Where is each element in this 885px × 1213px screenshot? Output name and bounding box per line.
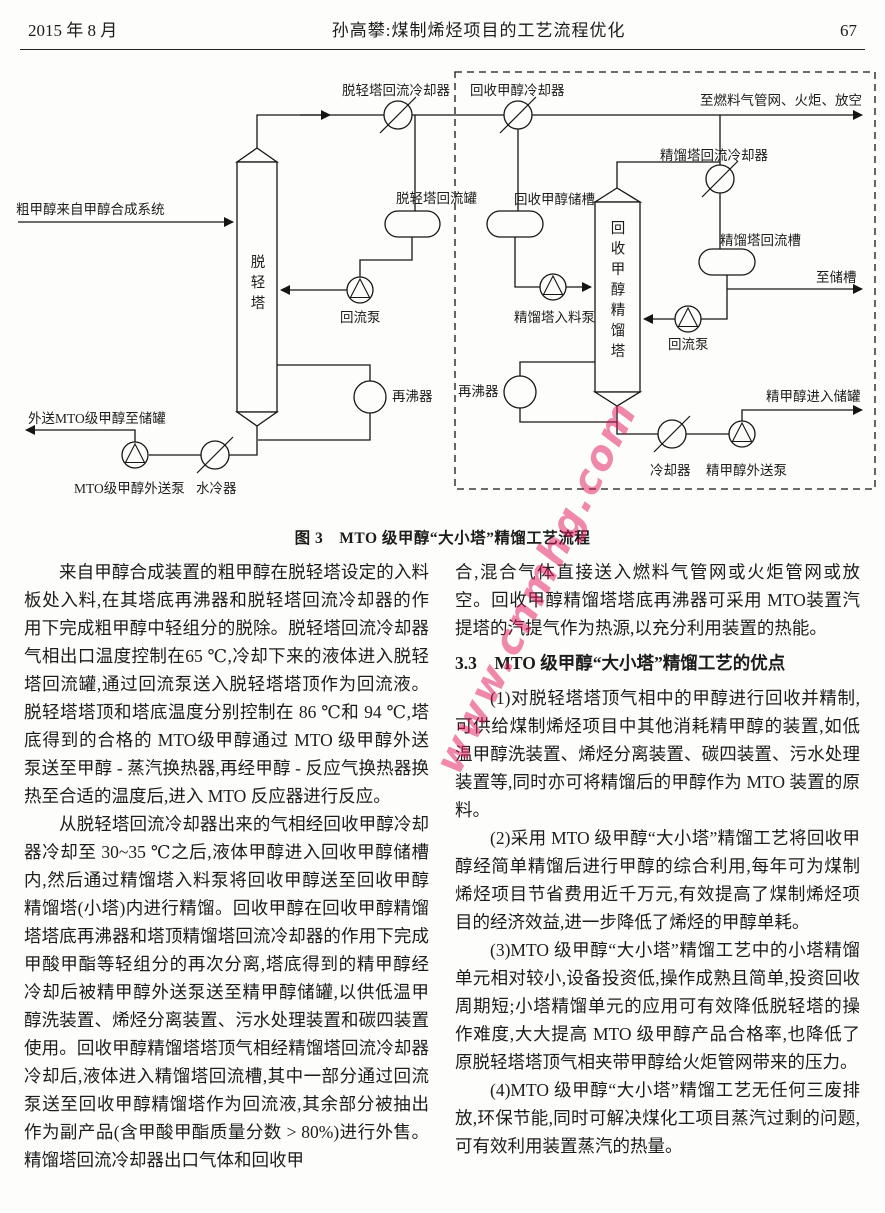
header-date: 2015 年 8 月 [28,21,118,40]
label-cooler: 冷却器 [650,463,691,478]
pump-icon [674,305,702,333]
header-rule [20,49,865,50]
pump-icon [539,273,567,301]
label-recovery-methanol-tank: 回收甲醇储槽 [514,192,595,207]
label-rectify-reflux-drum: 精馏塔回流槽 [720,233,801,248]
label-reflux-pump-right: 回流泵 [668,337,709,352]
header-title: 孙高攀:煤制烯烃项目的工艺流程优化 [331,21,626,40]
figure-caption: 图 3 MTO 级甲醇“大小塔”精馏工艺流程 [294,530,591,547]
label-reboiler-left: 再沸器 [392,389,433,404]
pump-icon [346,276,374,304]
page-header: 2015 年 8 月 孙高攀:煤制烯烃项目的工艺流程优化 67 [0,0,885,49]
paragraph: (2)采用 MTO 级甲醇“大小塔”精馏工艺将回收甲醇经简单精馏后进行甲醇的综合… [455,828,860,932]
right-column: 合,混合气体直接送入燃料气管网或火炬管网或放空。回收甲醇精馏塔塔底再沸器可采用 … [455,558,860,1174]
header-page-number: 67 [839,21,857,40]
dashed-boundary [454,71,876,490]
paragraph: 从脱轻塔回流冷却器出来的气相经回收甲醇冷却器冷却至 30~35 ℃之后,液体甲醇… [24,814,429,1170]
label-to-fuel-gas: 至燃料气管网、火炬、放空 [700,93,862,108]
paragraph-continuation: 合,混合气体直接送入燃料气管网或火炬管网或放空。回收甲醇精馏塔塔底再沸器可采用 … [455,562,860,638]
delight-reflux-drum-shape [384,210,441,238]
cooler-slashes [196,96,739,474]
label-reboiler-right: 再沸器 [458,384,499,399]
article-body: 来自甲醇合成装置的粗甲醇在脱轻塔设定的入料板处入料,在其塔底再沸器和脱轻塔回流冷… [0,558,885,1174]
rectify-reflux-drum-shape [698,248,756,276]
process-flow-diagram [18,71,876,490]
label-recovery-tower: 回收甲醇精馏塔 [608,220,625,364]
label-fine-methanol-to-tank: 精甲醇进入储罐 [766,389,861,404]
delight-tower-shape [234,147,280,427]
recovery-tank-shape [486,210,544,238]
label-to-storage-tank: 至储槽 [816,270,857,285]
section-heading: 3.3 MTO 级甲醇“大小塔”精馏工艺的优点 [455,653,786,673]
label-crude-feed: 粗甲醇来自甲醇合成系统 [16,202,165,217]
label-reflux-pump-left: 回流泵 [340,310,381,325]
pipe-lines [18,110,863,456]
label-delight-tower: 脱轻塔 [248,254,265,316]
label-water-cooler: 水冷器 [196,481,237,496]
label-mto-export-pump: MTO级甲醇外送泵 [74,481,185,496]
pump-icon [121,441,149,469]
pump-icon [728,420,756,448]
label-fine-methanol-pump: 精甲醇外送泵 [706,463,787,478]
recovery-tower-shape [592,187,643,407]
paragraph: 来自甲醇合成装置的粗甲醇在脱轻塔设定的入料板处入料,在其塔底再沸器和脱轻塔回流冷… [24,562,429,806]
label-rectify-feed-pump: 精馏塔入料泵 [514,310,595,325]
label-delight-reflux-drum: 脱轻塔回流罐 [396,191,477,206]
label-recovery-methanol-cooler: 回收甲醇冷却器 [470,83,565,98]
pump-triangles [124,274,753,464]
label-rectify-reflux-cooler: 精馏塔回流冷却器 [660,148,768,163]
reboiler-icon [353,380,387,414]
left-column: 来自甲醇合成装置的粗甲醇在脱轻塔设定的入料板处入料,在其塔底再沸器和脱轻塔回流冷… [24,558,429,1174]
paragraph: (3)MTO 级甲醇“大小塔”精馏工艺中的小塔精馏单元相对较小,设备投资低,操作… [455,940,860,1072]
label-mto-methanol-out: 外送MTO级甲醇至储罐 [28,411,166,426]
paragraph: (4)MTO 级甲醇“大小塔”精馏工艺无任何三废排放,环保节能,同时可解决煤化工… [455,1080,860,1156]
label-delight-reflux-cooler: 脱轻塔回流冷却器 [342,83,450,98]
figure-3-diagram: 脱轻塔回流冷却器 回收甲醇冷却器 至燃料气管网、火炬、放空 精馏塔回流冷却器 脱… [0,62,885,522]
paragraph: (1)对脱轻塔塔顶气相中的甲醇进行回收并精制,可供给煤制烯烃项目中其他消耗精甲醇… [455,688,860,820]
reboiler-icon [503,375,537,409]
